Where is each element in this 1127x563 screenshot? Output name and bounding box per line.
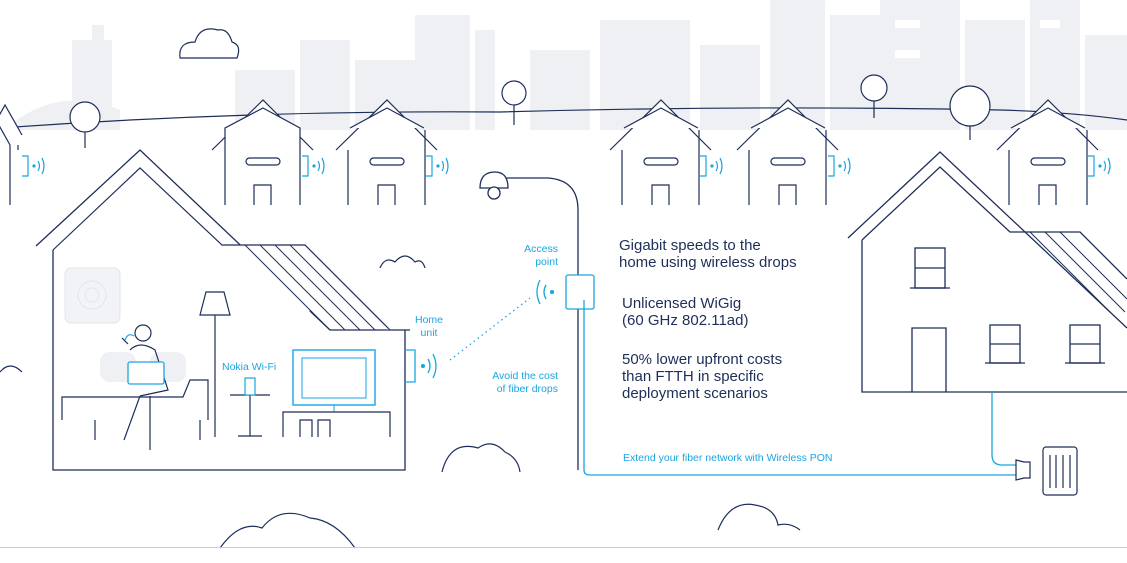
avoid-cost-label: Avoid the cost of fiber drops — [492, 370, 558, 395]
access-point-label: Access point — [524, 243, 558, 268]
home-unit-device — [405, 349, 437, 383]
horizon-line — [0, 107, 1127, 129]
benefit-wigig: Unlicensed WiGig (60 GHz 802.11ad) — [622, 295, 749, 329]
fiber-cabinet — [1042, 446, 1078, 496]
access-point-device — [536, 274, 595, 310]
nokia-wifi-label: Nokia Wi-Fi — [222, 361, 277, 373]
fiber-line — [583, 300, 1018, 476]
home-unit-label: Home unit — [414, 314, 443, 339]
device-brand-logo: NOKIA — [568, 289, 586, 295]
extend-network-label: Extend your fiber network with Wireless … — [623, 452, 833, 464]
benefit-lower-cost: 50% lower upfront costs than FTTH in spe… — [622, 351, 783, 402]
clouds — [0, 28, 801, 549]
wireless-beam — [449, 297, 531, 361]
bottom-divider — [0, 547, 1127, 548]
big-house-left — [35, 149, 410, 471]
background-houses — [0, 99, 1099, 205]
skyline-windows — [895, 20, 1060, 58]
fiber-drop — [991, 392, 1018, 466]
wireless-badges — [22, 155, 1111, 177]
big-house-right — [847, 151, 1127, 393]
street-lamp — [479, 171, 579, 470]
fiber-connector — [1015, 459, 1031, 481]
benefit-gigabit: Gigabit speeds to the home using wireles… — [619, 237, 797, 271]
trees — [69, 74, 991, 148]
